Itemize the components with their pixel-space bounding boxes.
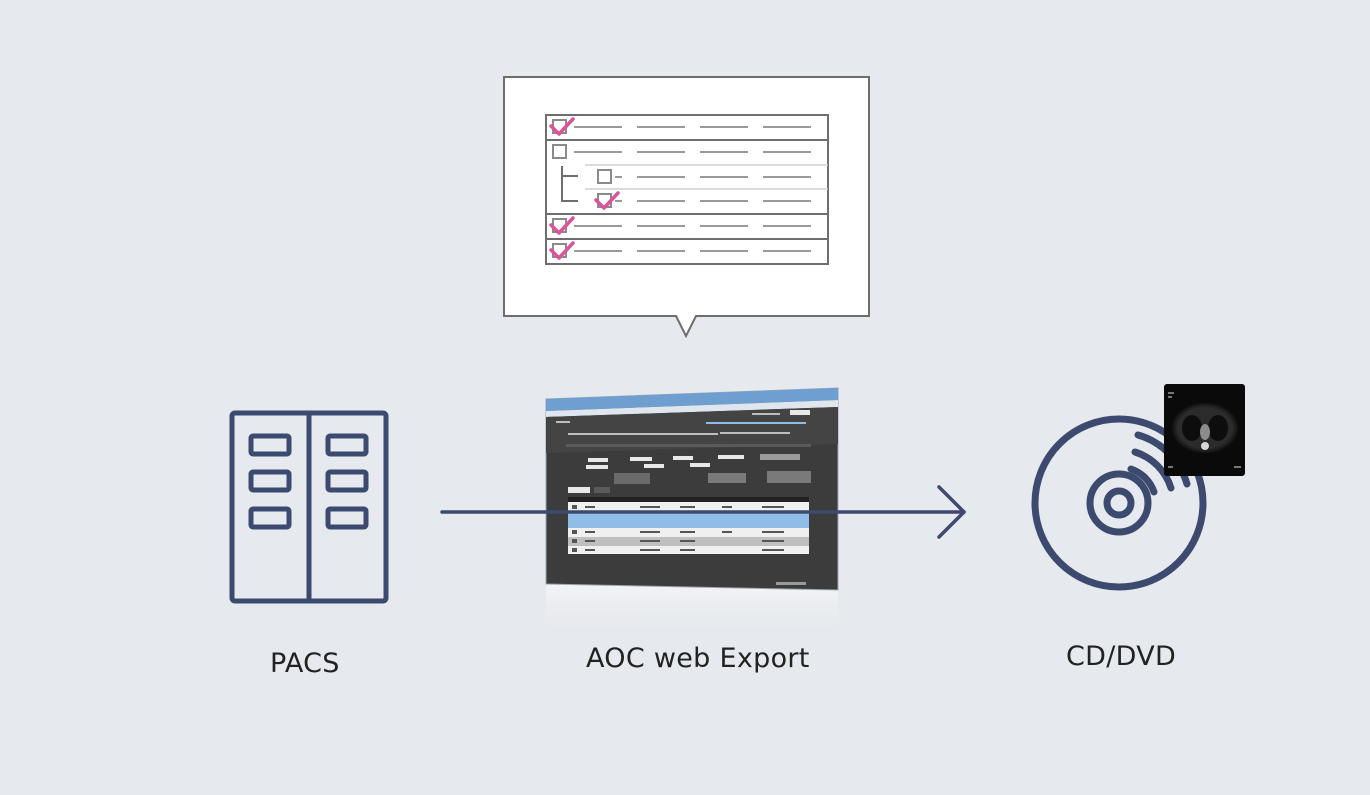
aoc-screen-thumbnail bbox=[545, 387, 839, 640]
arrow-right-icon bbox=[440, 485, 966, 539]
cd-dvd-label: CD/DVD bbox=[1066, 641, 1177, 672]
aoc-web-export-label: AOC web Export bbox=[586, 643, 810, 674]
checklist-bubble bbox=[503, 76, 870, 339]
pacs-label: PACS bbox=[270, 648, 340, 679]
checklist-icon bbox=[545, 114, 829, 265]
ct-scan-thumbnail bbox=[1164, 384, 1245, 476]
server-rack-icon bbox=[229, 410, 389, 604]
